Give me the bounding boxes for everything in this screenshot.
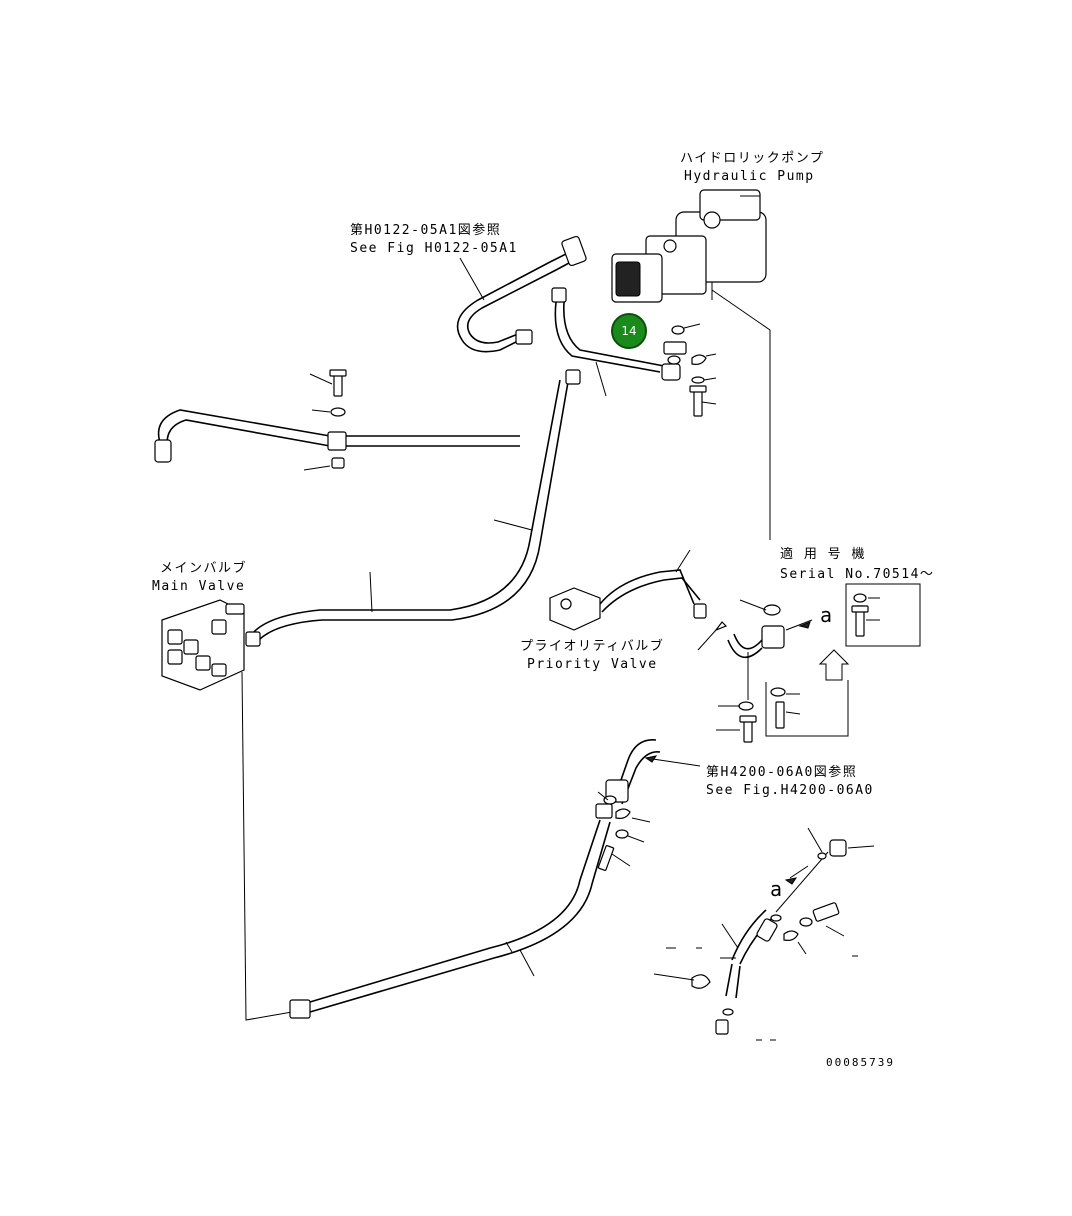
priority-valve-label-en: Priority Valve [527, 657, 658, 672]
priority-valve [549, 549, 707, 631]
priority-valve-label-jp: プライオリティバルブ [520, 638, 664, 654]
fig-ref-2-label-en: See Fig.H4200-06A0 [706, 783, 874, 798]
detail-a-lower [653, 827, 875, 1041]
hydraulic-pump [611, 189, 767, 303]
serial-label-en: Serial No.70514～ [780, 567, 934, 582]
pump-port-parts [663, 323, 717, 417]
main-valve-label-jp: メインバルブ [160, 560, 247, 576]
serial-label-jp: 適 用 号 機 [780, 546, 866, 562]
callout-14-marker[interactable] [611, 313, 647, 349]
priority-outlet-fittings [697, 599, 813, 743]
drawing-number: 00085739 [826, 1056, 895, 1069]
callout-14[interactable]: 14 [611, 313, 647, 349]
upper-return-hose [456, 235, 587, 353]
fig-ref-2-label-jp: 第H4200-06A0図参照 [706, 764, 857, 780]
detail-a-label-upper: a [820, 603, 832, 627]
serial-detail-box [765, 583, 921, 737]
main-valve-label-en: Main Valve [152, 579, 245, 594]
hydraulic-pump-label-jp: ハイドロリックポンプ [680, 151, 824, 166]
hydraulic-pump-label-en: Hydraulic Pump [684, 169, 815, 184]
left-hose-clamp [154, 369, 520, 471]
fig-ref-1-label-jp: 第H0122-05A1図参照 [350, 222, 501, 238]
callout-14-number: 14 [621, 324, 636, 338]
lower-return-hose [289, 803, 613, 1019]
lower-elbow-fitting [597, 739, 701, 871]
main-valve [161, 599, 245, 691]
detail-a-label-lower: a [770, 877, 782, 901]
main-supply-hose [245, 369, 581, 647]
fig-ref-1-label-en: See Fig H0122-05A1 [350, 241, 518, 256]
pump-delivery-hose [551, 287, 681, 381]
